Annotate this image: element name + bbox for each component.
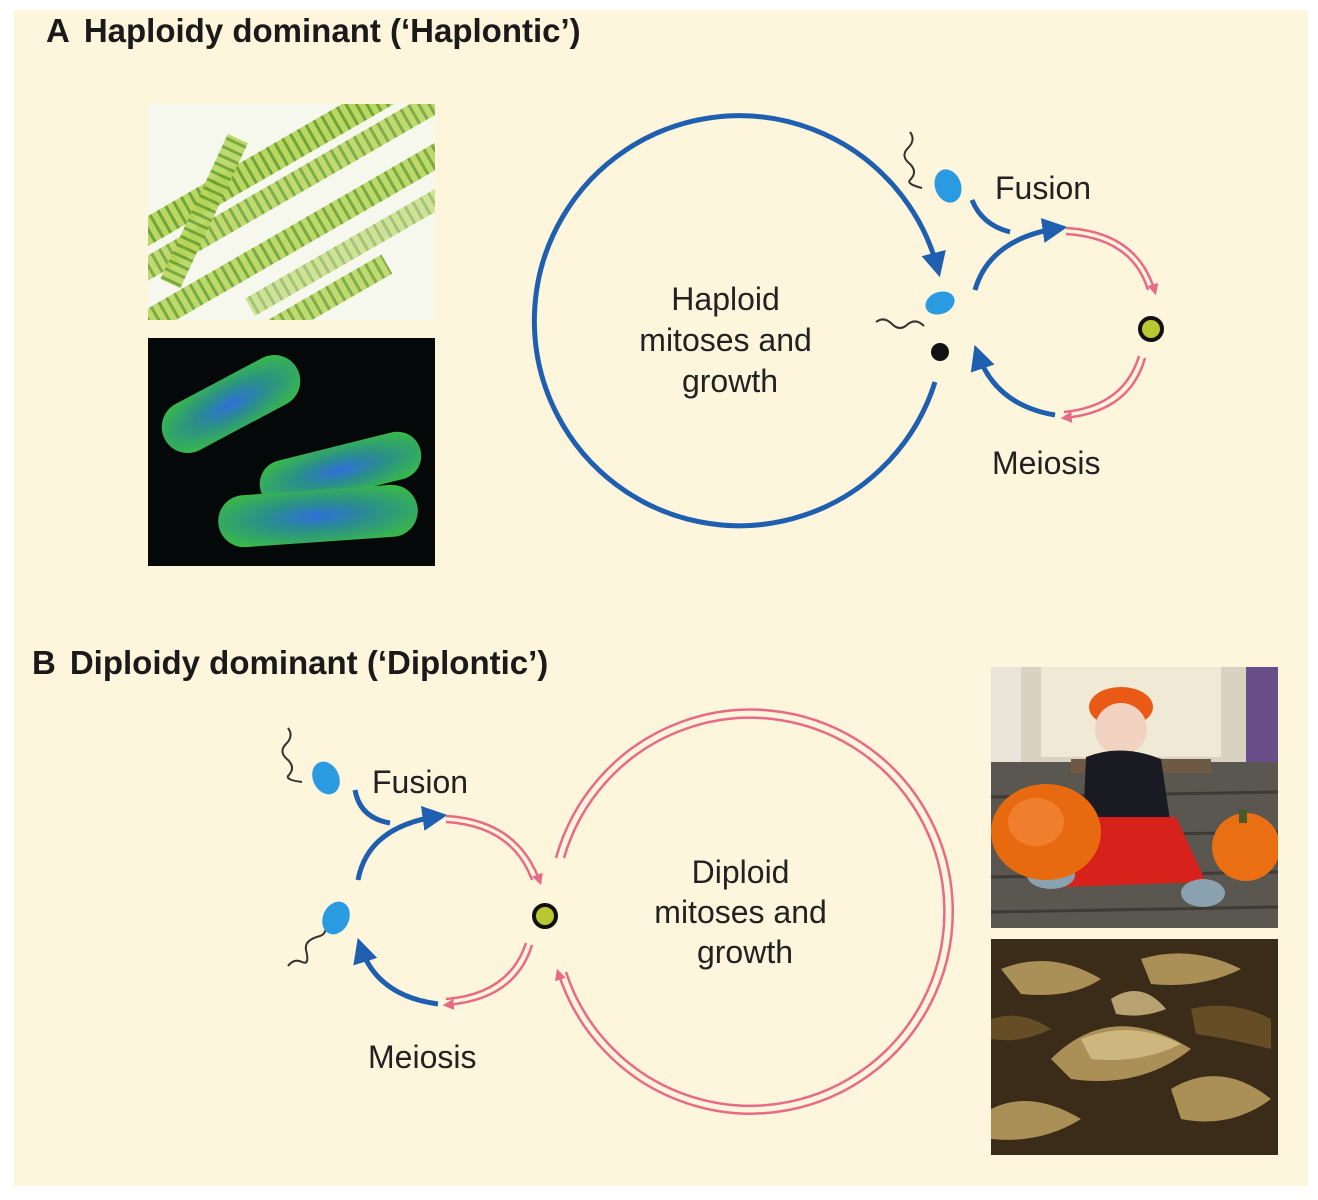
filamentous-green-algae-photo: [148, 104, 435, 320]
gamete-a-2: [925, 291, 955, 315]
panel-a-letter: A: [46, 12, 70, 49]
haploid-growth-cycle: [531, 113, 946, 529]
gamete-a-2-tail: [875, 318, 925, 329]
gamete-b-2-tail: [287, 925, 327, 967]
diploid-growth-cycle-outer: [554, 708, 954, 1115]
zygote-a: [1138, 316, 1164, 342]
fusion-label-a: Fusion: [995, 170, 1091, 206]
fusion-arrow-b-top: [352, 789, 391, 826]
meiosis-label-b: Meiosis: [368, 1039, 476, 1075]
gamete-b-2: [322, 901, 350, 935]
baby-with-pumpkins-photo: [991, 667, 1278, 928]
fusion-arrow-b: [355, 806, 448, 881]
fusion-label-b: Fusion: [372, 764, 468, 800]
gamete-b-1-tail: [281, 727, 303, 783]
fusion-arrow-a-top: [969, 198, 1011, 235]
diploid-growth-cycle-inner: [562, 716, 946, 1107]
panel-b-heading: B Diploidy dominant (‘Diplontic’): [32, 644, 548, 682]
meiosis-label-a: Meiosis: [992, 445, 1100, 481]
brown-seaweed-photo: [991, 939, 1278, 1155]
fusion-arrow-a: [972, 218, 1068, 291]
panel-a-heading: A Haploidy dominant (‘Haplontic’): [46, 12, 581, 50]
meiosis-arrow-b: [353, 937, 439, 1007]
zygote-b: [532, 903, 558, 929]
haploid-center-label: Haploid mitoses and growth: [639, 281, 820, 399]
panel-b-letter: B: [32, 644, 56, 681]
haploid-spore-a: [931, 343, 949, 361]
fluorescent-yeast-cells-photo: [148, 338, 435, 566]
diploid-arc-a-top: [1065, 226, 1159, 296]
diploid-arc-b-bottom: [442, 944, 534, 1011]
panel-a-title: Haploidy dominant (‘Haplontic’): [83, 12, 581, 49]
diploid-center-label: Diploid mitoses and growth: [654, 854, 835, 970]
meiosis-arrow-a: [970, 344, 1056, 418]
diploid-arc-a-bottom: [1060, 357, 1147, 423]
diploid-arc-b-top: [445, 814, 543, 886]
panel-b-title: Diploidy dominant (‘Diplontic’): [69, 644, 549, 681]
panel-b-cycle: Diploid mitoses and growth Fusion Meiosi…: [281, 708, 954, 1115]
gamete-b-1: [312, 761, 340, 795]
panel-a-cycle: Haploid mitoses and growth Fusion Meiosi…: [531, 113, 1164, 529]
gamete-a-1: [934, 169, 962, 203]
gamete-a-1-tail: [903, 131, 923, 189]
